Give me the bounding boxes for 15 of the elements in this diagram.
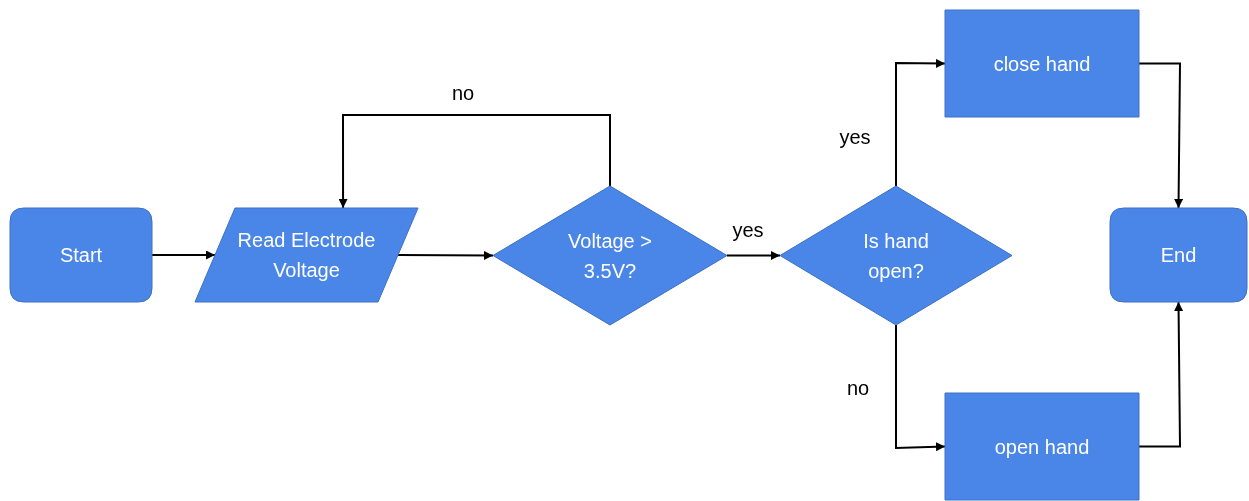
- node-label: close hand: [993, 51, 1091, 77]
- arrow: [895, 58, 946, 187]
- arrow: [1138, 301, 1184, 448]
- arrow: [895, 324, 946, 452]
- arrow: [1138, 62, 1184, 209]
- node-label: Read Electrode Voltage: [236, 228, 377, 283]
- node-label: Voltage > 3.5V?: [567, 228, 653, 284]
- arrow: [151, 250, 216, 260]
- arrow: [397, 250, 494, 260]
- node-label: Start: [59, 243, 103, 268]
- node-label: Is hand open?: [862, 228, 930, 284]
- node-label: End: [1160, 243, 1197, 268]
- arrow: [726, 251, 781, 260]
- arrow: [338, 114, 611, 209]
- node-label: open hand: [994, 434, 1090, 460]
